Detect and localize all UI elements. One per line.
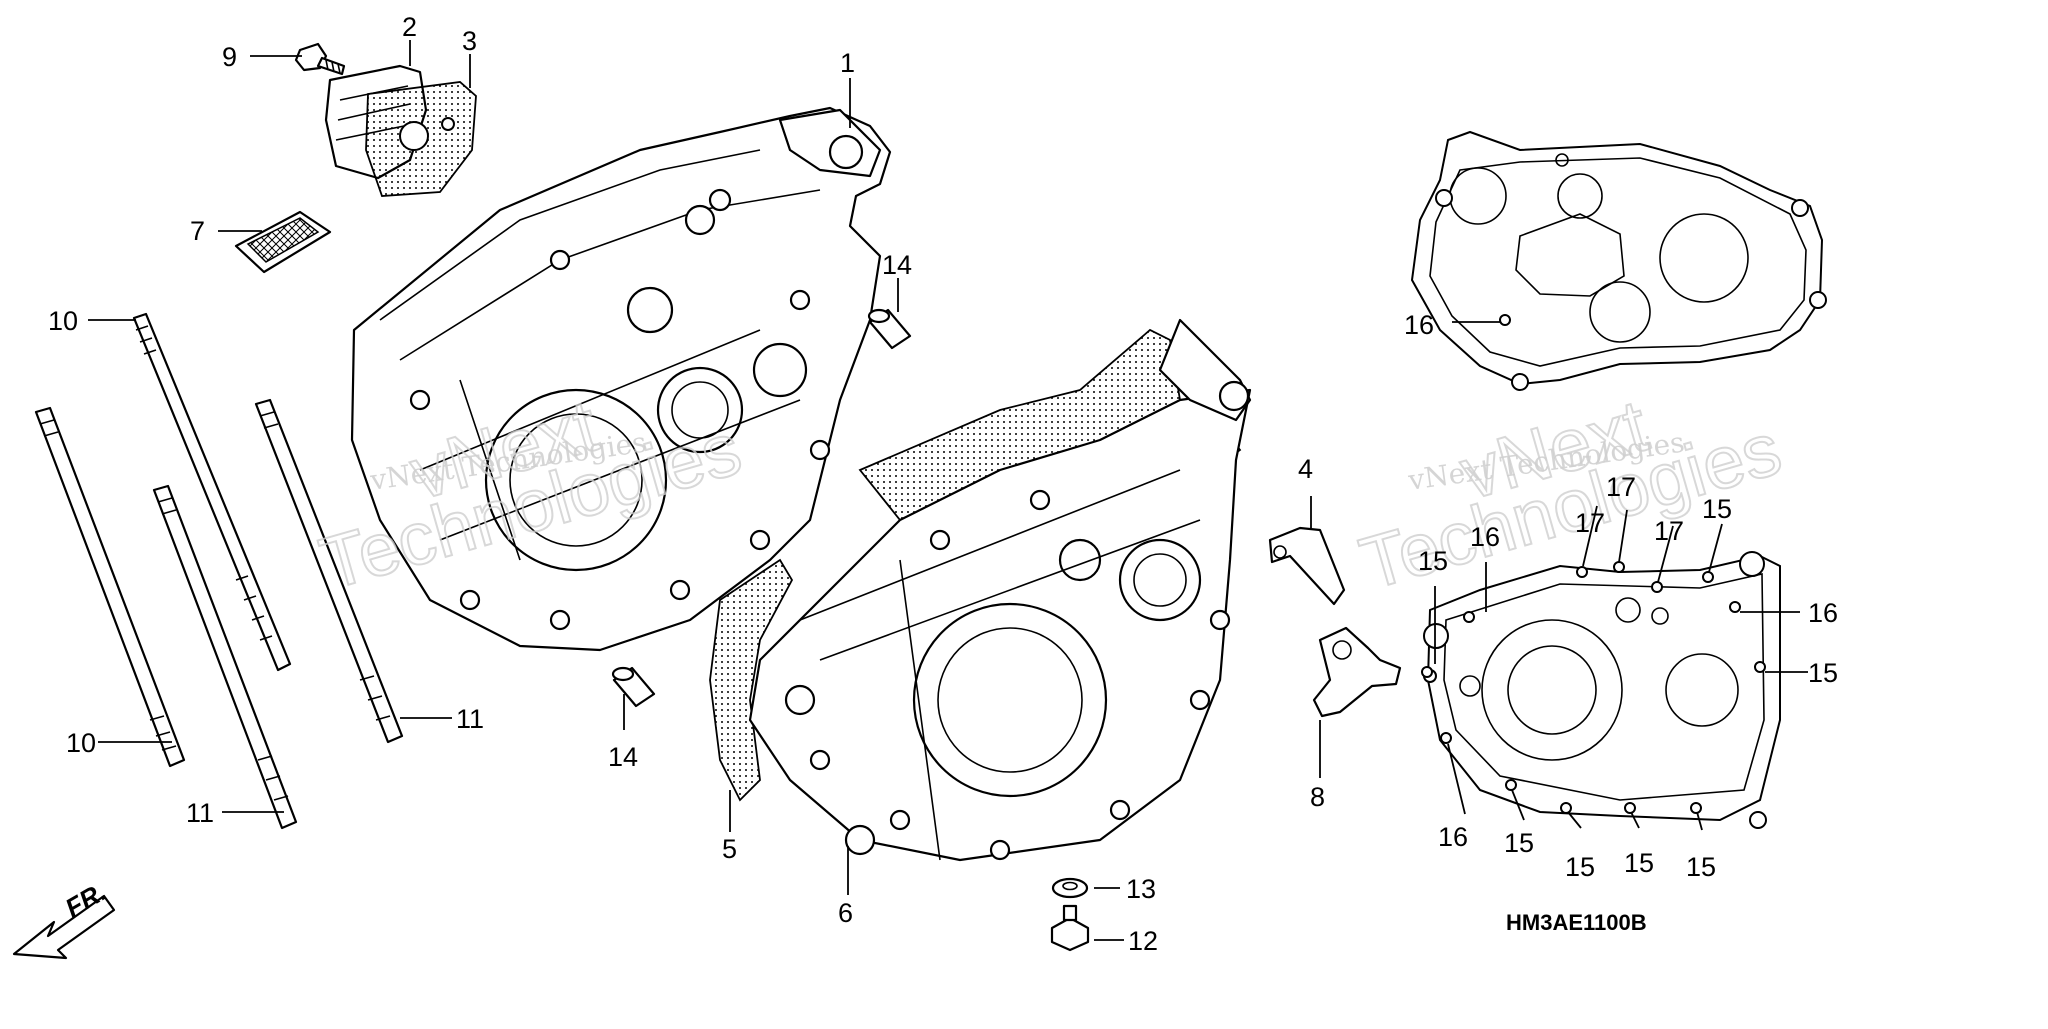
part-4-bracket (1268, 526, 1346, 606)
diagram-code: HM3AE1100B (1506, 910, 1647, 935)
callout-17-2: 17 (1575, 508, 1605, 538)
callout-15-bottom-1: 15 (1504, 828, 1534, 858)
part-6-right-crankcase (748, 318, 1252, 862)
part-12-bolt (1050, 904, 1090, 952)
part-10-stud-a (132, 312, 292, 672)
callout-10-lower: 10 (66, 728, 96, 758)
callout-4: 4 (1298, 454, 1313, 484)
callout-17-3: 17 (1654, 516, 1684, 546)
callout-10-upper: 10 (48, 306, 78, 336)
callout-14-lower: 14 (608, 742, 638, 772)
callout-15-left: 15 (1418, 546, 1448, 576)
callout-17-1: 17 (1606, 472, 1636, 502)
callout-15-bottom-3: 15 (1624, 848, 1654, 878)
callout-7: 7 (190, 216, 205, 246)
callout-16-lower: 16 (1438, 822, 1468, 852)
front-direction-arrow: FR. (12, 876, 116, 960)
callout-16-upper: 16 (1404, 310, 1434, 340)
part-8-bracket (1312, 626, 1402, 718)
leader-lines (88, 40, 1808, 941)
callout-11-lower: 11 (186, 798, 214, 828)
callout-5: 5 (722, 834, 737, 864)
part-3-gasket (365, 81, 477, 197)
part-5-gasket (709, 558, 794, 802)
callout-9: 9 (222, 42, 237, 72)
callout-14-upper: 14 (882, 250, 912, 280)
part-11-stud-b (152, 484, 298, 830)
callout-15-top-right: 15 (1702, 494, 1732, 524)
callout-6: 6 (838, 898, 853, 928)
part-13-washer (1051, 877, 1089, 899)
callout-15-bottom-2: 15 (1565, 852, 1595, 882)
callout-8: 8 (1310, 782, 1325, 812)
part-7-screen (234, 210, 332, 274)
cover-bolt-holes (1421, 314, 1766, 814)
callout-13: 13 (1126, 874, 1156, 904)
callout-16-middle: 16 (1470, 522, 1500, 552)
part-14-dowel-b (611, 666, 656, 708)
part-11-stud-a (254, 398, 404, 744)
part-16-gasket-lower (1423, 551, 1781, 829)
part-14-dowel-a (867, 308, 912, 350)
callout-labels: 1 2 3 4 5 6 7 8 9 10 10 11 11 12 13 14 1… (48, 12, 1838, 956)
part-16-gasket-upper (1410, 130, 1827, 391)
callout-1: 1 (840, 48, 855, 78)
callout-12: 12 (1128, 926, 1158, 956)
part-10-stud-b (34, 406, 186, 768)
callout-11-right: 11 (456, 704, 484, 734)
part-1-left-crankcase (350, 106, 892, 652)
part-9-bolt (294, 42, 346, 76)
callout-15-bottom-4: 15 (1686, 852, 1716, 882)
callout-16-right: 16 (1808, 598, 1838, 628)
callout-3: 3 (462, 26, 477, 56)
callout-2: 2 (402, 12, 417, 42)
callout-15-right: 15 (1808, 658, 1838, 688)
